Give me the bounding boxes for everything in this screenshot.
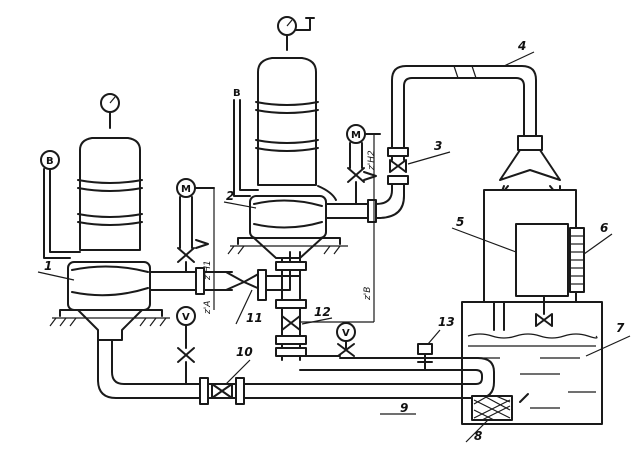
label-10: 10 xyxy=(236,345,253,359)
label-4: 4 xyxy=(517,39,526,53)
vacuum-gauge-left xyxy=(176,306,196,385)
motor-left xyxy=(176,178,215,310)
label-5: 5 xyxy=(456,215,464,229)
label-7: 7 xyxy=(616,321,625,335)
label-6: 6 xyxy=(600,221,608,235)
valve-3 xyxy=(387,147,409,185)
left-vessel xyxy=(40,93,170,341)
instrument-marks: B B M M V V xyxy=(46,88,361,339)
pipe-9 xyxy=(97,339,495,399)
label-2: 2 xyxy=(226,189,234,203)
valve-10 xyxy=(199,377,245,405)
label-8: 8 xyxy=(474,429,482,443)
pipe-2-down xyxy=(275,257,341,371)
motor-right xyxy=(300,124,381,323)
label-1: 1 xyxy=(44,259,52,273)
label-3: 3 xyxy=(434,139,442,153)
label-12: 12 xyxy=(314,305,331,319)
diffuser-nozzle xyxy=(499,135,561,199)
part-labels: 1 2 3 4 5 6 7 8 9 10 11 12 13 xyxy=(37,39,631,443)
motor-right-mark: M xyxy=(351,130,361,141)
pipe-1-discharge xyxy=(149,251,301,301)
vacuum-gauge-right xyxy=(336,322,356,357)
dim-z-b: z'B xyxy=(363,287,373,301)
v-right-mark: V xyxy=(342,328,350,339)
left-b-mark: B xyxy=(46,156,54,167)
dim-z-h2: z'H2 xyxy=(367,150,377,171)
filter-8 xyxy=(471,393,529,421)
dim-z-a: z'A xyxy=(203,301,213,315)
label-9: 9 xyxy=(400,401,408,415)
right-b-mark: B xyxy=(233,88,241,99)
dim-z-h1: z'H1 xyxy=(203,260,213,281)
label-11: 11 xyxy=(246,311,263,325)
v-left-mark: V xyxy=(182,312,190,323)
pipe-4 xyxy=(391,65,537,161)
discharge-pipe-2 xyxy=(325,183,405,223)
right-vessel xyxy=(227,16,348,259)
tank-5 xyxy=(483,189,585,331)
label-13: 13 xyxy=(438,315,455,329)
motor-left-mark: M xyxy=(181,184,191,195)
gauge-13 xyxy=(417,343,433,371)
dimension-marks: z'H1 z'H2 z'B z'A xyxy=(203,150,377,315)
tank-7 xyxy=(461,301,603,425)
